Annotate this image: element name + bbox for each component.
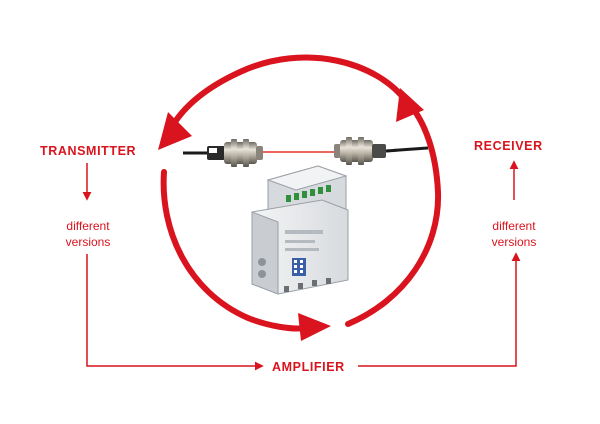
transmitter-versions-line2: versions [65, 235, 111, 249]
amplifier-label: AMPLIFIER [272, 360, 345, 374]
potentiometer-icon [258, 258, 266, 266]
cycle-arc-top [167, 54, 409, 133]
top-terminal-row [286, 185, 331, 202]
cycle-arc-left [160, 169, 309, 332]
receiver-label: RECEIVER [474, 139, 543, 153]
cycle-arc-left-arrowhead [298, 313, 331, 341]
transmitter-sensor-icon [183, 139, 263, 167]
amplifier-unit-icon [251, 165, 349, 295]
cycle-arrows-icon [158, 54, 442, 341]
transmitter-versions-line1: different [66, 219, 110, 233]
cycle-arc-right-arrowhead [396, 88, 424, 122]
receiver-sensor-icon [334, 137, 429, 165]
receiver-versions-line1: different [492, 219, 536, 233]
potentiometer-icon [258, 270, 266, 278]
amplifier-to-right-connector [358, 252, 521, 367]
left-to-amplifier-connector [86, 254, 264, 371]
bottom-terminal-row [284, 278, 331, 292]
dip-switch-block [292, 258, 306, 276]
transmitter-label: TRANSMITTER [40, 144, 137, 158]
cycle-arc-right [345, 107, 442, 327]
receiver-versions-line2: versions [491, 235, 537, 249]
cycle-arc-top-arrowhead [158, 112, 192, 150]
